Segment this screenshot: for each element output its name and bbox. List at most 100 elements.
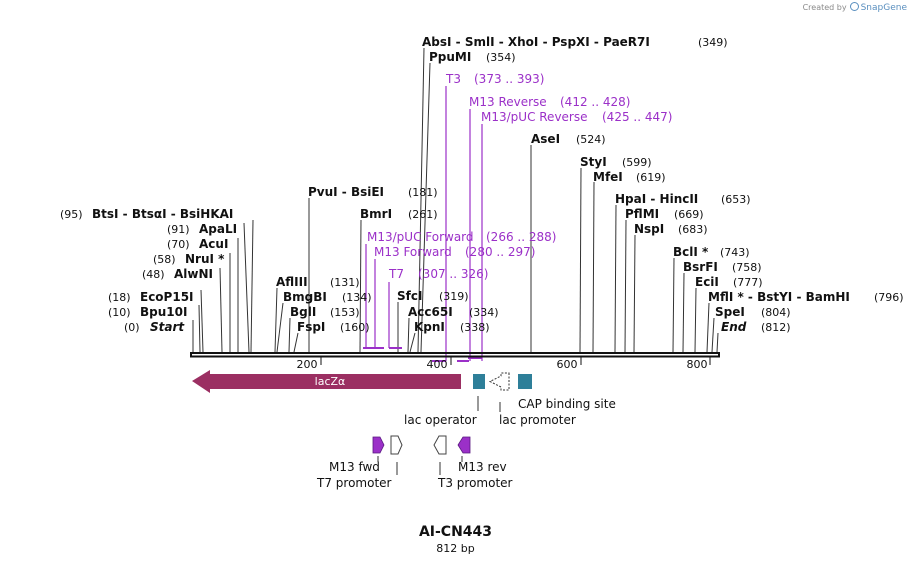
primer-name[interactable]: M13 Forward	[374, 245, 452, 259]
credit-text: Created by	[802, 3, 847, 12]
enzyme-position: (58)	[153, 253, 176, 266]
enzyme-name[interactable]: BclI *	[673, 245, 709, 259]
enzyme-name[interactable]: BglI	[290, 305, 316, 319]
enzyme-position: (70)	[167, 238, 190, 251]
enzyme-name[interactable]: EcoP15I	[140, 290, 194, 304]
enzyme-position: (0)	[124, 321, 140, 334]
enzyme-name[interactable]: HpaI - HincII	[615, 192, 698, 206]
ruler-tick-label: 200	[297, 358, 318, 371]
primer-name[interactable]: M13/pUC Reverse	[481, 110, 588, 124]
primer-range: (266 .. 288)	[486, 230, 556, 244]
enzyme-name[interactable]: BmrI	[360, 207, 392, 221]
t7-promoter-label: T7 promoter	[316, 476, 392, 490]
enzyme-name[interactable]: End	[721, 320, 747, 334]
enzyme-name[interactable]: Bpu10I	[140, 305, 187, 319]
ruler	[320, 357, 711, 365]
cap-binding-site-label: CAP binding site	[518, 397, 616, 411]
enzyme-name[interactable]: PvuI - BsiEI	[308, 185, 384, 199]
enzyme-position: (758)	[732, 261, 762, 274]
enzyme-name[interactable]: SfcI	[397, 289, 422, 303]
enzyme-name[interactable]: SpeI	[715, 305, 745, 319]
enzyme-position: (319)	[439, 290, 469, 303]
enzyme-name[interactable]: NspI	[634, 222, 664, 236]
snapgene-logo-icon	[849, 2, 859, 11]
enzyme-position: (91)	[167, 223, 190, 236]
enzyme-position: (131)	[330, 276, 360, 289]
enzyme-name[interactable]: AlwNI	[174, 267, 213, 281]
enzyme-position: (261)	[408, 208, 438, 221]
enzyme-name[interactable]: AflIII	[276, 275, 308, 289]
primer-range: (373 .. 393)	[474, 72, 544, 86]
enzyme-position: (95)	[60, 208, 83, 221]
enzyme-name[interactable]: Start	[150, 320, 185, 334]
primer-labels: T3 (373 .. 393) M13 Reverse (412 .. 428)…	[367, 72, 672, 281]
lac-promoter-feature[interactable]	[488, 372, 510, 391]
enzyme-name[interactable]: BmgBI	[283, 290, 327, 304]
t3-promoter-feature[interactable]	[433, 435, 447, 455]
enzyme-name[interactable]: FspI	[297, 320, 325, 334]
enzyme-position: (181)	[408, 186, 438, 199]
enzyme-name[interactable]: KpnI	[414, 320, 445, 334]
enzyme-position: (619)	[636, 171, 666, 184]
enzyme-position: (334)	[469, 306, 499, 319]
enzyme-name[interactable]: PflMI	[625, 207, 659, 221]
lac-operator-label: lac operator	[404, 413, 477, 427]
enzyme-name[interactable]: StyI	[580, 155, 607, 169]
enzyme-position: (48)	[142, 268, 165, 281]
primer-name[interactable]: M13/pUC Forward	[367, 230, 474, 244]
enzyme-position: (796)	[874, 291, 904, 304]
lacz-feature-arrow[interactable]	[192, 370, 461, 393]
sequence-name: AI-CN443	[418, 524, 493, 540]
enzyme-position: (354)	[486, 51, 516, 64]
enzyme-name[interactable]: AcuI	[199, 237, 228, 251]
enzyme-position: (804)	[761, 306, 791, 319]
primer-name[interactable]: T3	[445, 72, 461, 86]
primer-name[interactable]: M13 Reverse	[469, 95, 547, 109]
dna-backbone	[190, 352, 720, 358]
features: lacZα lac operator lac promoter CAP bind…	[192, 370, 616, 490]
enzyme-position: (683)	[678, 223, 708, 236]
m13-rev-label: M13 rev	[458, 460, 507, 474]
enzyme-position: (338)	[460, 321, 490, 334]
enzyme-position: (134)	[342, 291, 372, 304]
enzyme-labels: (0) Start (10) Bpu10I (18) EcoP15I (48) …	[60, 35, 904, 334]
enzyme-name[interactable]: Acc65I	[408, 305, 453, 319]
t7-promoter-feature[interactable]	[390, 435, 403, 455]
enzyme-position: (10)	[108, 306, 131, 319]
lac-operator-feature[interactable]	[473, 374, 485, 389]
enzyme-position: (18)	[108, 291, 131, 304]
primer-range: (307 .. 326)	[418, 267, 488, 281]
enzyme-position: (524)	[576, 133, 606, 146]
enzyme-position: (743)	[720, 246, 750, 259]
enzyme-position: (599)	[622, 156, 652, 169]
m13-rev-feature[interactable]	[457, 436, 471, 454]
enzyme-name[interactable]: NruI *	[185, 252, 225, 266]
primer-name[interactable]: T7	[388, 267, 404, 281]
enzyme-position: (160)	[340, 321, 370, 334]
enzyme-leader-lines	[192, 47, 719, 353]
enzyme-position: (653)	[721, 193, 751, 206]
enzyme-name[interactable]: MflI * - BstYI - BamHI	[708, 290, 850, 304]
t3-promoter-label: T3 promoter	[437, 476, 513, 490]
m13-fwd-label: M13 fwd	[329, 460, 380, 474]
enzyme-name[interactable]: EciI	[695, 275, 719, 289]
primer-range: (412 .. 428)	[560, 95, 630, 109]
primer-marks	[363, 86, 483, 362]
enzyme-name[interactable]: BtsI - BtsαI - BsiHKAI	[92, 207, 233, 221]
lac-promoter-label: lac promoter	[499, 413, 576, 427]
enzyme-position: (669)	[674, 208, 704, 221]
m13-fwd-feature[interactable]	[372, 436, 385, 454]
ruler-tick-label: 800	[687, 358, 708, 371]
enzyme-position: (777)	[733, 276, 763, 289]
enzyme-name[interactable]: AseI	[531, 132, 560, 146]
cap-binding-site-feature[interactable]	[518, 374, 532, 389]
enzyme-name[interactable]: ApaLI	[199, 222, 237, 236]
enzyme-name[interactable]: AbsI - SmlI - XhoI - PspXI - PaeR7I	[422, 35, 650, 49]
enzyme-position: (812)	[761, 321, 791, 334]
enzyme-name[interactable]: BsrFI	[683, 260, 718, 274]
enzyme-name[interactable]: PpuMI	[429, 50, 471, 64]
enzyme-name[interactable]: MfeI	[593, 170, 623, 184]
ruler-tick-label: 600	[557, 358, 578, 371]
